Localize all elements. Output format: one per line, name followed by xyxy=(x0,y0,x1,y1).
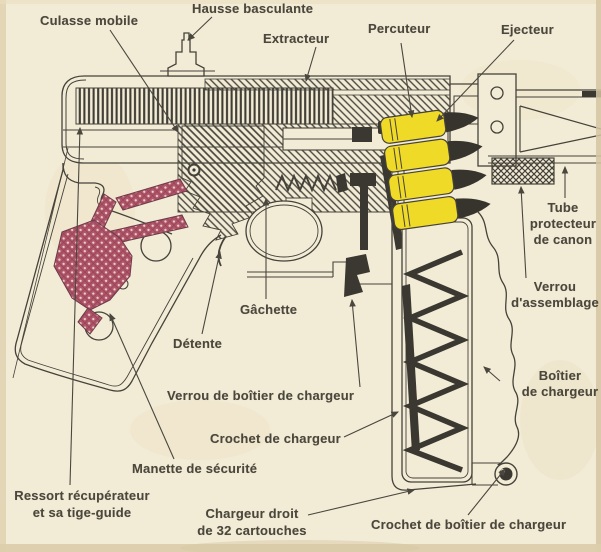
hammer-body-red xyxy=(53,219,133,311)
cartridge-rim-2 xyxy=(393,146,403,170)
bullet-tip-2 xyxy=(447,140,483,162)
bullet-tip-4 xyxy=(455,198,491,219)
label-ressort-recuperateur: Ressort récupérateur et sa tige-guide xyxy=(14,488,150,520)
leader-verrou-assemblage xyxy=(518,185,527,279)
label-culasse-mobile: Culasse mobile xyxy=(40,13,139,28)
assembly-lock-hatch xyxy=(491,157,555,185)
leader-crochet-boitier xyxy=(467,468,506,516)
cartridge-3 xyxy=(388,167,487,202)
leader-hausse-basculante xyxy=(187,16,213,41)
cartridge-rim-1 xyxy=(389,118,399,141)
leader-manette-securite xyxy=(109,312,175,460)
frame-hook-outline xyxy=(62,162,173,235)
rear-sight xyxy=(167,32,205,77)
leader-ressort-recuperateur xyxy=(69,126,84,486)
label-boitier-chargeur: Boîtier de chargeur xyxy=(521,368,599,399)
cartridge-rim-3 xyxy=(397,175,407,199)
cartridge-4 xyxy=(392,196,491,231)
axis-pin-dot xyxy=(192,168,196,172)
safety-band-upper-red xyxy=(115,178,188,211)
grip-front-strap-line xyxy=(12,147,69,379)
label-extracteur: Extracteur xyxy=(263,31,330,46)
bullet-tip-1 xyxy=(443,112,479,133)
trigger-bar-top-dark xyxy=(350,173,376,186)
muzzle-taper xyxy=(519,105,601,153)
leader-detente xyxy=(201,250,222,335)
trigger-guard-inner xyxy=(249,204,319,258)
scan-edge-left xyxy=(0,0,6,552)
label-crochet-chargeur: Crochet de chargeur xyxy=(210,431,341,446)
barrel-lug-plate xyxy=(477,73,517,167)
label-tube-protecteur: Tube protecteur de canon xyxy=(529,200,597,247)
cartridge-2 xyxy=(383,138,483,173)
trigger-guard-outer xyxy=(245,200,323,262)
label-gachette: Gâchette xyxy=(240,302,298,317)
trigger-guard-fill xyxy=(246,201,322,261)
label-manette-securite: Manette de sécurité xyxy=(132,461,258,476)
sear-spring xyxy=(275,173,337,193)
hammer-tail-red xyxy=(77,307,103,335)
scan-edge-right xyxy=(596,0,601,552)
leader-extracteur xyxy=(304,46,317,83)
lug-hole-bottom xyxy=(490,120,504,134)
barrel-assembly xyxy=(516,89,601,153)
hammer-safety-group-red xyxy=(53,178,189,335)
trigger-bar-dark xyxy=(360,180,368,250)
label-ejecteur: Ejecteur xyxy=(501,22,554,37)
label-percuteur: Percuteur xyxy=(368,21,431,36)
leader-percuteur xyxy=(400,42,415,119)
scan-smudge-bottom xyxy=(180,540,420,552)
label-hausse-basculante: Hausse basculante xyxy=(192,1,314,16)
leader-verrou-boitier xyxy=(349,298,361,388)
sear-spring-mount xyxy=(336,173,348,193)
firing-pin-block xyxy=(352,127,372,142)
bullet-tip-3 xyxy=(451,169,487,190)
barrel-dark-band xyxy=(582,91,601,97)
recoil-spring xyxy=(75,87,334,125)
label-detente: Détente xyxy=(173,336,223,351)
cartridge-rim-4 xyxy=(401,204,411,228)
slide-inner-line xyxy=(65,79,87,160)
gun-drawing xyxy=(12,32,601,491)
magazine-housing-wavy-edge xyxy=(477,211,520,466)
leader-boitier-chargeur xyxy=(483,366,501,382)
magazine-catch-dark xyxy=(344,254,370,297)
slide-top-hatch xyxy=(204,78,451,91)
label-chargeur-droit: Chargeur droit de 32 cartouches xyxy=(197,506,307,538)
lug-hole-top xyxy=(490,86,504,100)
grip-outline-outer xyxy=(14,163,222,392)
label-crochet-boitier: Crochet de boîtier de chargeur xyxy=(371,517,567,532)
leader-crochet-chargeur xyxy=(343,411,399,438)
grip-outline-inner xyxy=(20,173,194,387)
leader-ejecteur xyxy=(436,39,515,122)
label-verrou-assemblage: Verrou d'assemblage xyxy=(511,279,599,310)
scan-edge-top xyxy=(0,0,601,4)
floor-pin-bracket xyxy=(471,462,500,486)
label-verrou-boitier: Verrou de boîtier de chargeur xyxy=(167,388,355,403)
leader-culasse-mobile xyxy=(109,29,179,133)
magazine-hook-rod xyxy=(402,284,420,453)
leader-lines xyxy=(69,16,569,516)
leader-chargeur-droit xyxy=(307,488,416,516)
cartridge-stack xyxy=(379,109,491,231)
